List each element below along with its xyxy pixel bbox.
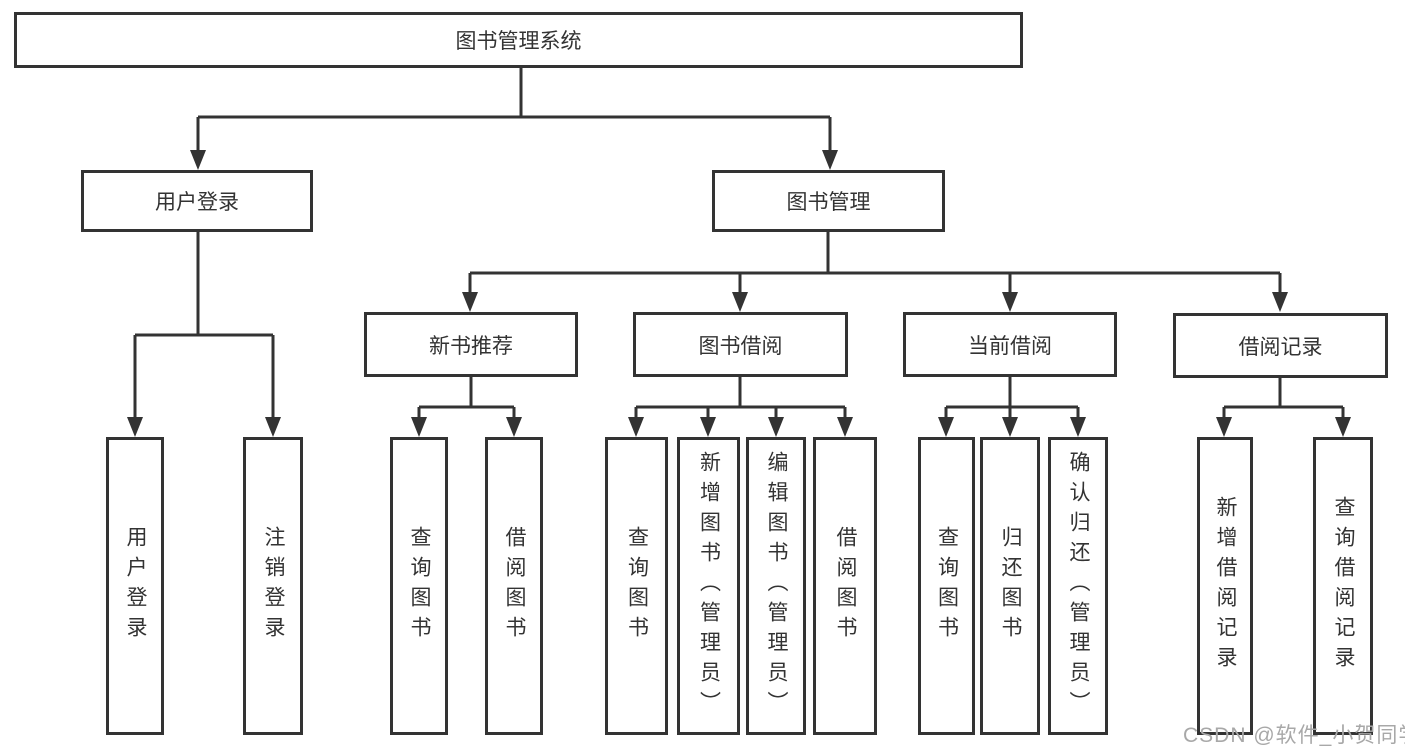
leaf-query-borrow-record: 查询借阅记录 xyxy=(1313,437,1373,735)
leaf-confirm-return-admin: 确认归还（管理员） xyxy=(1048,437,1108,735)
csdn-watermark: CSDN @软件_小贺同学 xyxy=(1183,724,1405,747)
node-borrowing-records: 借阅记录 xyxy=(1173,313,1388,378)
leaf-edit-book-admin: 编辑图书（管理员） xyxy=(746,437,806,735)
arrowheads xyxy=(127,150,1351,437)
leaf-add-borrow-record: 新增借阅记录 xyxy=(1197,437,1253,735)
leaf-logout: 注销登录 xyxy=(243,437,303,735)
leaf-borrow-books-recommend: 借阅图书 xyxy=(485,437,543,735)
leaf-query-books-current: 查询图书 xyxy=(918,437,975,735)
node-book-management: 图书管理 xyxy=(712,170,945,232)
leaf-return-book: 归还图书 xyxy=(980,437,1040,735)
node-user-login: 用户登录 xyxy=(81,170,313,232)
node-library-system: 图书管理系统 xyxy=(14,12,1023,68)
node-new-book-recommend: 新书推荐 xyxy=(364,312,578,377)
leaf-borrow-books-borrowing: 借阅图书 xyxy=(813,437,877,735)
leaf-query-books-recommend: 查询图书 xyxy=(390,437,448,735)
leaf-query-books-borrowing: 查询图书 xyxy=(605,437,668,735)
leaf-user-login: 用户登录 xyxy=(106,437,164,735)
leaf-add-book-admin: 新增图书（管理员） xyxy=(677,437,740,735)
node-book-borrowing: 图书借阅 xyxy=(633,312,848,377)
connector-lines xyxy=(133,68,1345,421)
node-current-borrowing: 当前借阅 xyxy=(903,312,1117,377)
